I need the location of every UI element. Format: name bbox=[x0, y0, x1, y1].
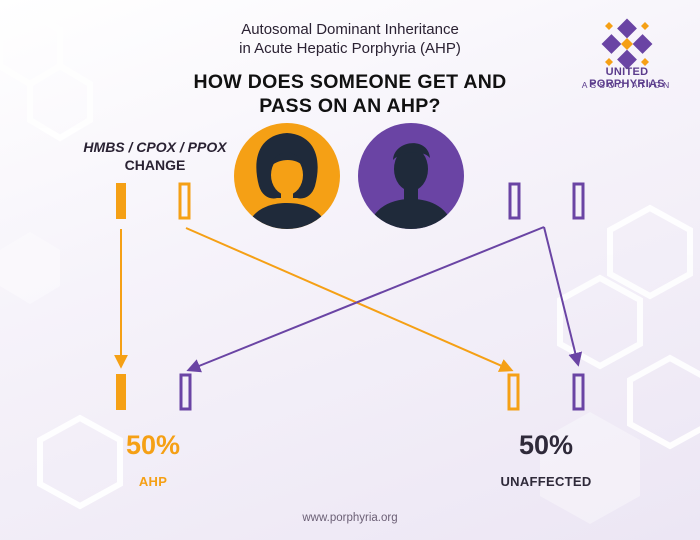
outcome-ahp-label: AHP bbox=[138, 474, 168, 489]
affected-parent-icon bbox=[234, 123, 340, 229]
subtitle-line-2: in Acute Hepatic Porphyria (AHP) bbox=[239, 40, 461, 57]
gene-change-word: CHANGE bbox=[124, 157, 186, 173]
subtitle: Autosomal Dominant Inheritance in Acute … bbox=[175, 20, 525, 58]
headline-line-2: PASS ON AN AHP? bbox=[259, 95, 441, 117]
child2-chromosome-a bbox=[507, 373, 520, 411]
logo-name: UNITED PORPHYRIAS bbox=[589, 66, 665, 90]
gene-change-label: HMBS / CPOX / PPOX CHANGE bbox=[70, 138, 240, 174]
arrow-normal-to-child2 bbox=[185, 227, 514, 372]
footer-url[interactable]: www.porphyria.org bbox=[302, 512, 398, 524]
outcome-unaffected-percent: 50% bbox=[518, 430, 574, 460]
parent2-chromosome-b bbox=[572, 182, 585, 220]
unaffected-parent-icon bbox=[358, 123, 464, 229]
child1-chromosome-changed bbox=[116, 374, 126, 410]
child1-chromosome-normal bbox=[179, 373, 192, 411]
child2-chromosome-b bbox=[572, 373, 585, 411]
logo-subtitle: ASSOCIATION bbox=[581, 80, 673, 90]
gene-names: HMBS / CPOX / PPOX bbox=[83, 139, 227, 155]
arrow-parent2-to-child2 bbox=[543, 226, 583, 367]
parent1-chromosome-normal bbox=[178, 182, 191, 220]
page-title: HOW DOES SOMEONE GET AND PASS ON AN AHP? bbox=[160, 70, 540, 118]
headline-line-1: HOW DOES SOMEONE GET AND bbox=[193, 71, 507, 93]
parent2-chromosome-a bbox=[508, 182, 521, 220]
arrow-parent2-to-child1 bbox=[186, 226, 545, 373]
outcome-unaffected-label: UNAFFECTED bbox=[500, 474, 592, 489]
upa-logo-icon bbox=[601, 18, 653, 70]
parent1-chromosome-changed bbox=[116, 183, 126, 219]
outcome-ahp-percent: 50% bbox=[125, 430, 181, 460]
subtitle-line-1: Autosomal Dominant Inheritance bbox=[241, 21, 459, 38]
